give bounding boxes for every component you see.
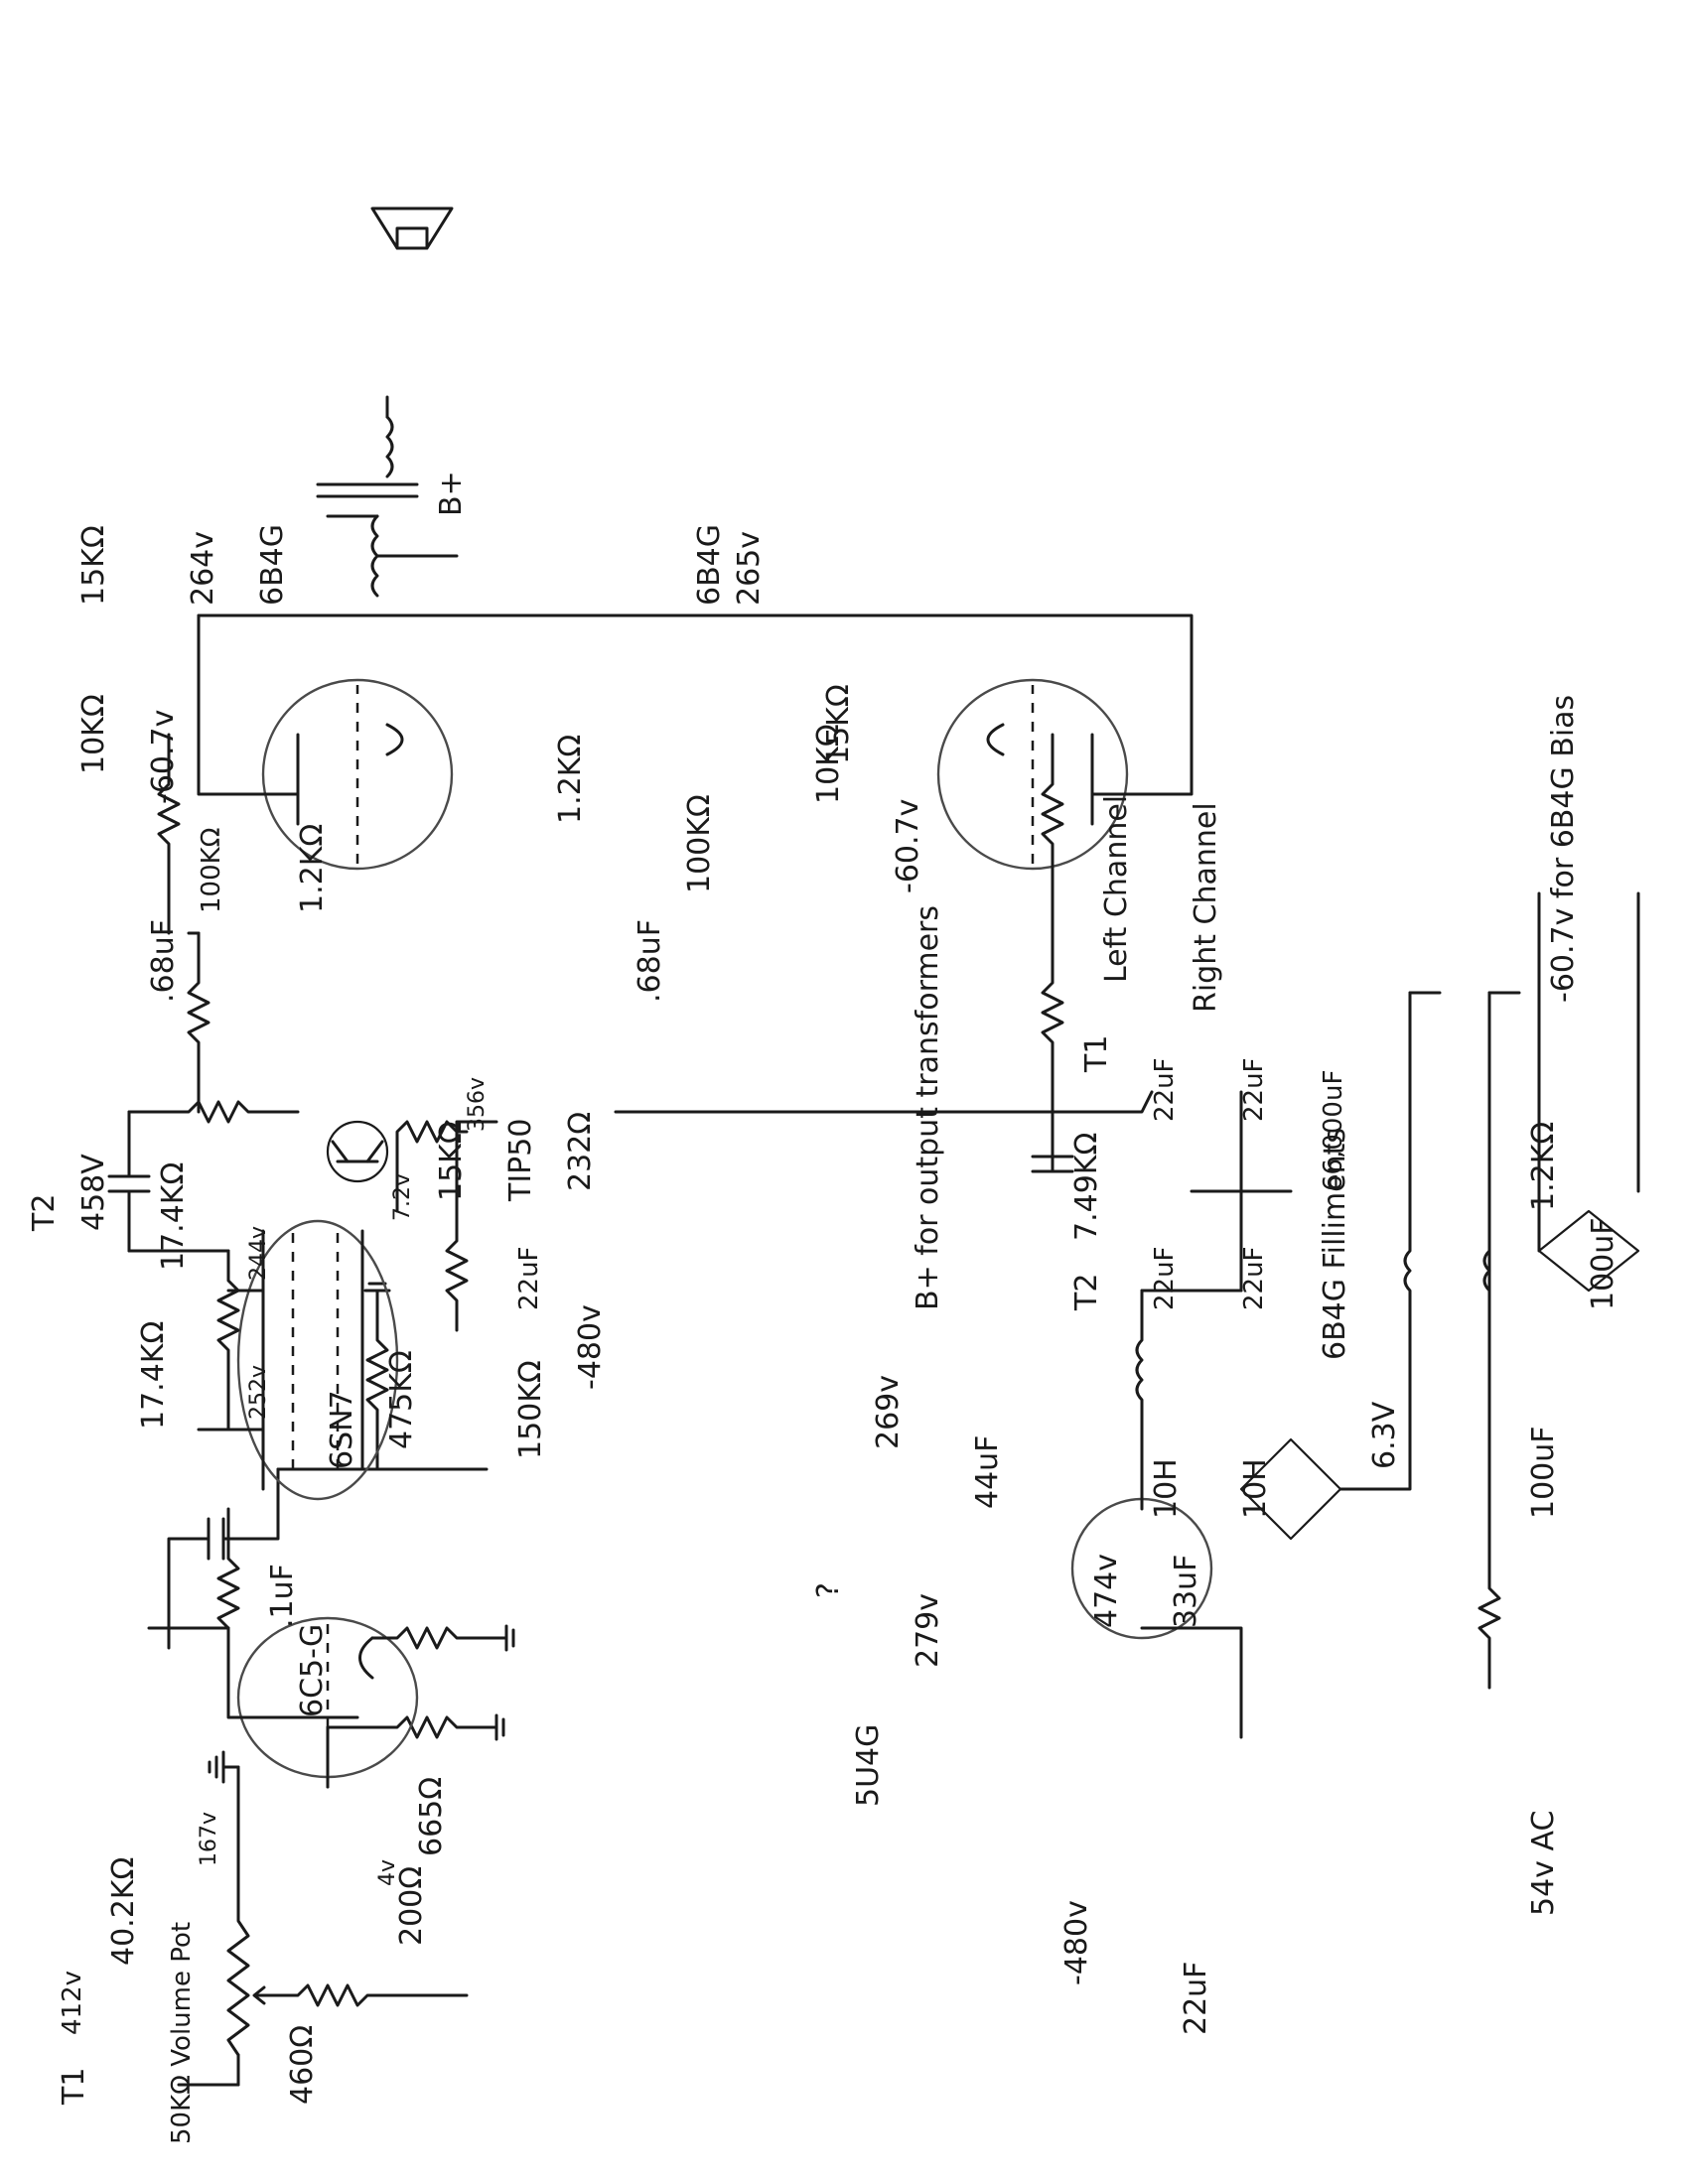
plate-resistors-6sn7	[127, 1249, 265, 1432]
tip50-ccs	[326, 1120, 498, 1213]
grid-resistors-top	[127, 733, 300, 1124]
label-cap22-mid: 22uF	[514, 1246, 544, 1310]
bias-supply	[1477, 991, 1501, 1690]
label-22uf-ps: 22uF	[1179, 1961, 1213, 2035]
label-54v-ac: 54v AC	[1526, 1810, 1561, 1916]
label-neg60-top: -60.7v	[146, 709, 181, 804]
label-tip50: TIP50	[503, 1118, 538, 1201]
label-cap68-top: .68uF	[146, 919, 181, 1003]
label-t2-top: T2	[27, 1193, 62, 1231]
label-264v: 264v	[186, 530, 220, 606]
r460	[271, 1983, 469, 2007]
label-200: 200Ω	[394, 1865, 429, 1946]
label-100k-bot: 100KΩ	[682, 794, 717, 893]
label-cap-1uf: .1uF	[265, 1564, 300, 1628]
r150k-ccs	[445, 1189, 469, 1332]
label-left-channel: Left Channel	[1099, 794, 1134, 983]
label-474v: 474v	[1089, 1553, 1124, 1628]
label-10k-top: 10KΩ	[76, 694, 111, 774]
tube-6b4g-top	[261, 678, 454, 871]
label-100k-top: 100KΩ	[197, 827, 226, 913]
label-44uf: 44uF	[970, 1434, 1005, 1509]
label-100uf-b: 100uF	[1526, 1426, 1561, 1519]
rectifier-5u4g	[1070, 1447, 1243, 1739]
label-bplus: B+	[434, 471, 469, 516]
filter-chain	[1403, 991, 1521, 1332]
label-460: 460Ω	[285, 2024, 320, 2105]
label-265v: 265v	[732, 530, 767, 606]
label-412v: 412v	[58, 1970, 87, 2035]
label-1-2k-top: 1.2KΩ	[295, 823, 330, 913]
label-22uf-c: 22uF	[1150, 1057, 1180, 1122]
label-neg480-mid: -480v	[573, 1304, 608, 1390]
speaker-icon	[370, 206, 454, 250]
choke-and-caps-b-plus	[1135, 1090, 1293, 1451]
label-bplus-out: B+ for output transformers	[911, 904, 945, 1310]
label-269v: 269v	[871, 1374, 906, 1449]
tube-6b4g-bottom	[936, 678, 1129, 871]
label-pot: 50KΩ Volume Pot	[167, 1921, 197, 2144]
label-1-2k-bias: 1.2KΩ	[1526, 1121, 1561, 1211]
label-10h-b: 10H	[1238, 1458, 1273, 1519]
label-33uf: 33uF	[1169, 1554, 1203, 1628]
label-150k: 150KΩ	[513, 1360, 548, 1459]
tube-6c5g	[236, 1616, 419, 1789]
label-right-channel: Right Channel	[1189, 802, 1223, 1013]
output-transformer	[197, 395, 697, 617]
label-7-2v: 7.2v	[390, 1172, 415, 1221]
label-252v: 252v	[246, 1364, 271, 1420]
coupling-cap-1uf	[167, 1467, 489, 1650]
label-458v: 458V	[76, 1154, 111, 1231]
plate-load-6c5g	[147, 1507, 270, 1719]
label-15k-top: 15KΩ	[76, 525, 111, 606]
label-232: 232Ω	[563, 1111, 598, 1191]
bridge-rectifier	[1239, 1328, 1412, 1541]
label-40-2k: 40.2KΩ	[106, 1856, 141, 1966]
r475k-grid	[363, 1282, 391, 1471]
volume-pot	[177, 1750, 275, 2087]
label-t1-ps: T1	[1079, 1034, 1114, 1072]
label-bias-note: -60.7v for 6B4G Bias	[1546, 694, 1581, 1003]
label-6c5g: 6C5-G	[295, 1623, 330, 1717]
cap-68uf-top	[107, 1110, 151, 1253]
label-6-3v: 6.3V	[1367, 1401, 1402, 1469]
plate-wire-top	[197, 614, 300, 796]
label-7-49k: 7.49KΩ	[1069, 1132, 1104, 1241]
cathode-r665	[370, 1624, 515, 1652]
label-100uf-a: 100uF	[1586, 1217, 1620, 1310]
label-22uf-d: 22uF	[1239, 1057, 1269, 1122]
grid-resistors-bottom	[614, 733, 1154, 1173]
label-15k-mid: 15KΩ	[434, 1121, 469, 1201]
filament-supply	[1537, 891, 1640, 1293]
label-22uf-a: 22uF	[1150, 1246, 1180, 1310]
label-t2-ps: T2	[1069, 1273, 1104, 1310]
label-neg480-ps: -480v	[1059, 1900, 1094, 1985]
label-475k: 475KΩ	[384, 1350, 419, 1449]
label-244v: 244v	[246, 1225, 271, 1281]
label-question: ?	[811, 1582, 846, 1598]
label-6b4g-bot: 6B4G	[692, 523, 727, 606]
label-15k-bot: 15KΩ	[821, 684, 856, 764]
label-6sn7: 6SN7	[325, 1390, 359, 1469]
tube-6sn7	[236, 1219, 399, 1501]
label-17-4k-b: 17.4KΩ	[156, 1161, 191, 1271]
label-279v: 279v	[911, 1592, 945, 1668]
plate-wire-bottom	[693, 614, 1194, 796]
label-6b4g-top: 6B4G	[255, 523, 290, 606]
label-neg60-bot: -60.7v	[891, 798, 925, 893]
label-5u4g: 5U4G	[851, 1723, 886, 1807]
label-22uf-b: 22uF	[1239, 1246, 1269, 1310]
label-167v: 167v	[197, 1811, 221, 1866]
label-10h-a: 10H	[1149, 1458, 1184, 1519]
label-17-4k-a: 17.4KΩ	[136, 1320, 171, 1430]
label-356v: 356v	[465, 1076, 490, 1132]
label-665: 665Ω	[414, 1776, 449, 1856]
label-t1-in: T1	[57, 2067, 91, 2105]
label-66000uf: 66,000uF	[1319, 1069, 1348, 1191]
label-1-2k-bot: 1.2KΩ	[553, 734, 588, 824]
label-cap68-bot: .68uF	[633, 919, 667, 1003]
